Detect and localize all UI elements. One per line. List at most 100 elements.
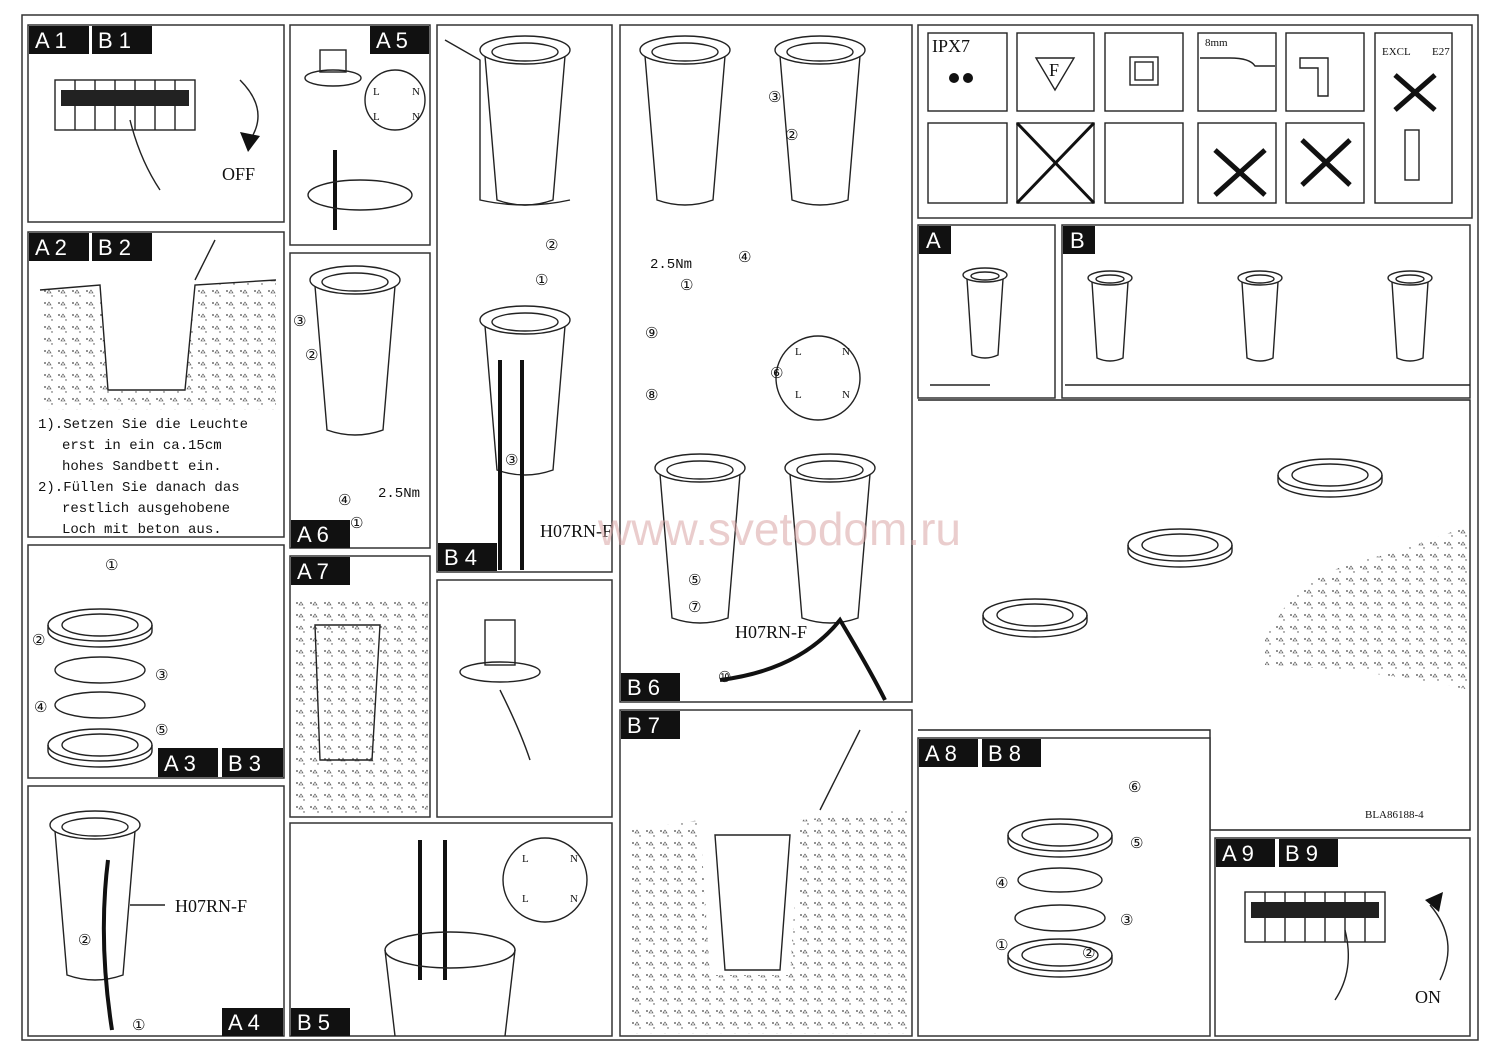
class-f-symbol xyxy=(1016,32,1095,112)
strip-length-symbol xyxy=(1197,32,1277,112)
no-cover-insulation-symbol xyxy=(1285,122,1365,204)
class-f-text: F xyxy=(1049,60,1059,80)
instruction-line: restlich ausgehobene xyxy=(62,501,230,517)
outer-frame xyxy=(21,14,1479,1041)
ipx7-text: IPX7 xyxy=(932,36,970,56)
terminal-label: L xyxy=(522,893,529,905)
step-number: ⑤ xyxy=(688,571,701,589)
instruction-line: hohes Sandbett ein. xyxy=(62,459,222,475)
instruction-line: erst in ein ca.15cm xyxy=(62,438,222,454)
step-number: ① xyxy=(105,556,118,574)
cable-type-label: H07RN-F xyxy=(175,896,247,916)
instruction-line: 2).Füllen Sie danach das xyxy=(38,480,240,496)
step-number: ② xyxy=(78,931,91,949)
shovel-icon xyxy=(194,239,216,281)
panel-b7: B 7 xyxy=(619,709,913,1037)
panel-a: A xyxy=(917,224,1056,399)
bulb-type-text: E27 xyxy=(1432,46,1450,58)
switch-state-text: ON xyxy=(1415,987,1441,1007)
terminal-label: N xyxy=(842,389,850,401)
step-number: ④ xyxy=(34,698,47,716)
step-number: ② xyxy=(305,346,318,364)
panel-label: B 7 xyxy=(627,713,660,738)
arrow-icon xyxy=(239,79,259,141)
step-number: ① xyxy=(680,276,693,294)
panel-label: A 8 xyxy=(925,741,957,766)
panel-label: B 8 xyxy=(988,741,1021,766)
step-number: ① xyxy=(535,271,548,289)
installed-lights-view: BLA86188-4 xyxy=(918,399,1471,831)
panel-label: B 1 xyxy=(98,28,131,53)
ipx7-symbol xyxy=(927,32,1008,112)
panel-b4: ② ① ③ H07RN-F B 4 xyxy=(436,24,613,573)
panel-b: B xyxy=(1061,224,1471,399)
panel-label: B 2 xyxy=(98,235,131,260)
step-number: ④ xyxy=(338,491,351,509)
arrow-icon xyxy=(1429,904,1449,981)
terminal-label: N xyxy=(842,346,850,358)
watermark: www.svetodom.ru xyxy=(597,503,961,555)
panel-a1b1: A 1 B 1 OFF xyxy=(27,24,285,223)
terminal-label: L xyxy=(522,853,529,865)
hand-icon xyxy=(129,119,161,191)
spotlight-symbol xyxy=(1104,122,1184,204)
terminal-label: L xyxy=(373,86,380,98)
panel-a6: ③ ② ④ ① 2.5Nm A 6 xyxy=(289,252,431,549)
replace-glass-symbol xyxy=(927,122,1008,204)
terminal-label: N xyxy=(412,86,420,98)
panel-label: A 1 xyxy=(35,28,67,53)
panel-a5: A 5 L N L N xyxy=(289,24,431,246)
no-cable-symbol xyxy=(1197,122,1277,204)
panel-b6: 2.5Nm ① ② ③ ④ ⑤ ⑥ L N L N ⑦ ⑧ ⑨ ⑩ H07RN-… xyxy=(619,24,913,703)
shovel-icon xyxy=(819,729,861,811)
panel-a4: H07RN-F ② ① A 4 xyxy=(27,785,285,1037)
panel-label: B 4 xyxy=(444,545,477,570)
switch-state-text: OFF xyxy=(222,164,255,184)
document-code: BLA86188-4 xyxy=(1365,809,1424,821)
terminal-label: L xyxy=(795,389,802,401)
step-number: ⑤ xyxy=(1130,834,1143,852)
step-number: ⑥ xyxy=(770,364,783,382)
panel-label: A 6 xyxy=(297,522,329,547)
hand-icon xyxy=(1334,929,1350,1001)
terminal-label: N xyxy=(570,893,578,905)
soil-hole-illustration xyxy=(40,280,276,410)
hammer-symbol xyxy=(1285,32,1365,112)
step-number: ⑦ xyxy=(688,598,701,616)
panel-label: B xyxy=(1070,228,1085,253)
instruction-line: 1).Setzen Sie die Leuchte xyxy=(38,417,248,433)
torque-value: 2.5Nm xyxy=(378,486,420,502)
cable-type-label: H07RN-F xyxy=(540,521,612,541)
cable-type-label: H07RN-F xyxy=(735,622,807,642)
panel-a9b9: A 9 B 9 ON xyxy=(1214,837,1471,1037)
step-number: ① xyxy=(995,936,1008,954)
terminal-label: L xyxy=(373,111,380,123)
bulb-symbol xyxy=(1374,32,1453,204)
step-number: ③ xyxy=(1120,911,1133,929)
step-number: ② xyxy=(1082,944,1095,962)
panel-label: A 7 xyxy=(297,559,329,584)
terminal-label: N xyxy=(412,111,420,123)
instruction-line: Loch mit beton aus. xyxy=(62,522,222,538)
step-number: ③ xyxy=(505,451,518,469)
panel-label: B 6 xyxy=(627,675,660,700)
panel-label: A 5 xyxy=(376,28,408,53)
step-number: ⑨ xyxy=(645,324,658,342)
panel-label: B 3 xyxy=(228,751,261,776)
class-ii-symbol xyxy=(1104,32,1184,112)
strip-length-text: 8mm xyxy=(1205,37,1228,49)
step-number: ⑧ xyxy=(645,386,658,404)
terminal-block-icon xyxy=(364,69,426,131)
step-number: ③ xyxy=(768,88,781,106)
panel-label: A 3 xyxy=(164,751,196,776)
terminal-label: N xyxy=(570,853,578,865)
torque-value: 2.5Nm xyxy=(650,257,692,273)
step-number: ⑤ xyxy=(155,721,168,739)
panel-label: B 5 xyxy=(297,1010,330,1035)
panel-a2b2: A 2 B 2 1).Setzen Sie die Leuchte erst i… xyxy=(27,231,285,538)
safety-symbols: IPX7 F 8mm EXCL E27 xyxy=(917,24,1473,219)
panel-a8b8: A 8 B 8 ⑥ ⑤ ④ ③ ① ② xyxy=(917,737,1211,1037)
panel-a3b3: ① ② ③ ④ ⑤ A 3 B 3 xyxy=(27,544,285,779)
bulb-excl-text: EXCL xyxy=(1382,46,1411,58)
